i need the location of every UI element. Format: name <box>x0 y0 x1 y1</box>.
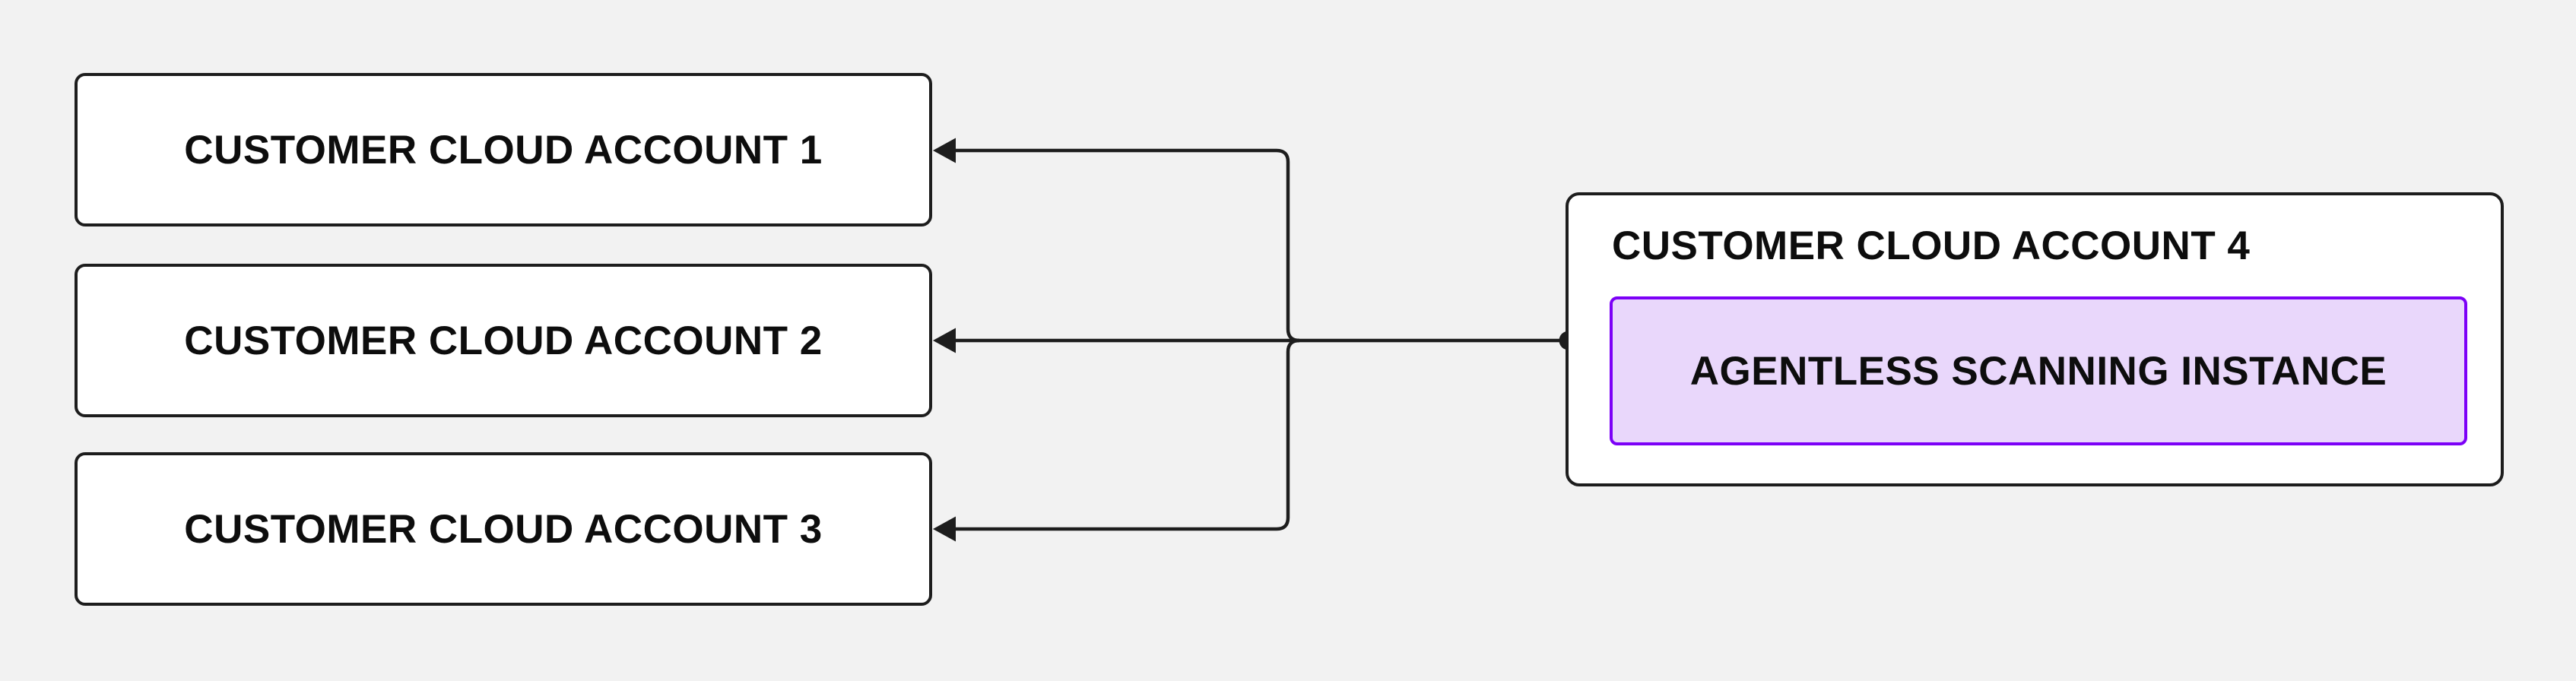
arrowhead-icon <box>933 516 956 542</box>
connector-account4-to-account3 <box>952 338 1300 531</box>
arrowhead-icon <box>933 328 956 353</box>
customer-cloud-account-2-box: CUSTOMER CLOUD ACCOUNT 2 <box>75 264 932 417</box>
customer-cloud-account-4-box: CUSTOMER CLOUD ACCOUNT 4 AGENTLESS SCANN… <box>1566 192 2504 486</box>
customer-cloud-account-1-box: CUSTOMER CLOUD ACCOUNT 1 <box>75 73 932 226</box>
agentless-scanning-instance-label: AGENTLESS SCANNING INSTANCE <box>1689 348 2387 394</box>
arrowhead-icon <box>933 138 956 163</box>
connector-account4-to-account1 <box>952 148 1300 343</box>
customer-cloud-account-3-label: CUSTOMER CLOUD ACCOUNT 3 <box>184 506 823 552</box>
customer-cloud-account-3-box: CUSTOMER CLOUD ACCOUNT 3 <box>75 452 932 606</box>
customer-cloud-account-2-label: CUSTOMER CLOUD ACCOUNT 2 <box>184 318 823 363</box>
customer-cloud-account-1-label: CUSTOMER CLOUD ACCOUNT 1 <box>184 127 823 173</box>
agentless-scanning-instance-box: AGENTLESS SCANNING INSTANCE <box>1610 296 2467 445</box>
customer-cloud-account-4-label: CUSTOMER CLOUD ACCOUNT 4 <box>1612 223 2251 268</box>
